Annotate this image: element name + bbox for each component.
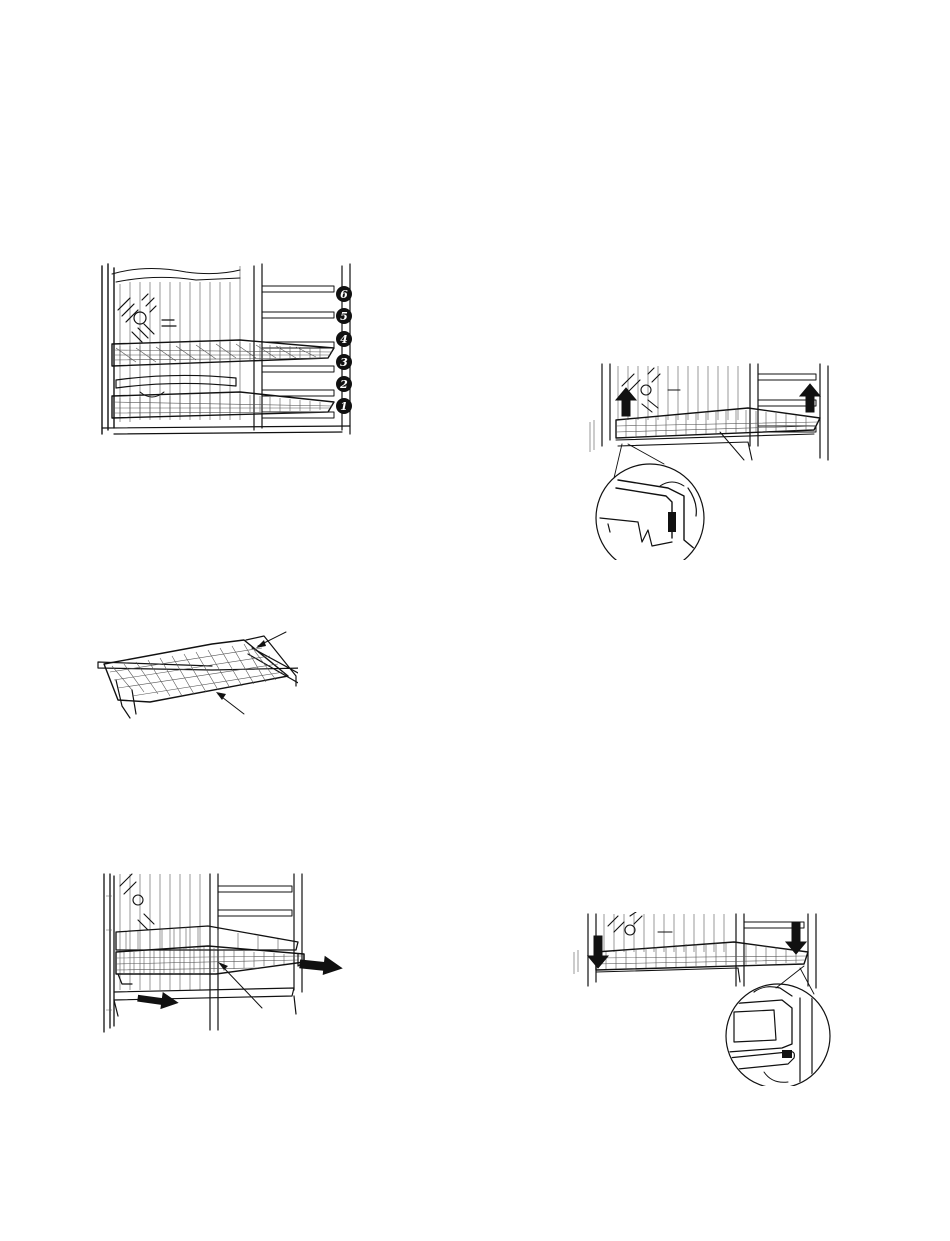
rack-position-badge-4: 4	[336, 331, 352, 347]
rack-position-badge-5: 5	[336, 308, 352, 324]
rack-position-label-5: 5	[340, 310, 348, 323]
extension-rack-illustration	[92, 628, 298, 724]
extension-rack	[104, 640, 288, 702]
slide-out-rack-figure	[98, 870, 348, 1034]
rack-positions-illustration	[96, 262, 358, 440]
up-arrow-icon	[616, 388, 636, 416]
rack-position-badge-3: 3	[336, 354, 352, 370]
leader-arrow-icon	[216, 692, 244, 714]
install-rack-figure	[568, 912, 836, 1086]
rack-position-label-4: 4	[340, 333, 348, 346]
rack-position-label-2: 2	[339, 378, 348, 391]
rack-position-badge-1: 1	[336, 398, 352, 414]
wire-rack	[596, 942, 808, 982]
fan-cover-icon	[118, 294, 176, 342]
rack-position-label-6: 6	[340, 288, 348, 301]
up-arrow-icon	[800, 384, 820, 412]
remove-rack-figure	[588, 360, 838, 560]
slide-out-rack-illustration	[98, 870, 348, 1034]
pull-arrow-icon	[137, 989, 179, 1010]
rack-detail-inset	[726, 984, 830, 1086]
upper-rack	[112, 340, 334, 366]
rack-position-label-1: 1	[340, 400, 348, 413]
rack-positions-figure: 6 5 4 3 2 1	[96, 262, 358, 440]
install-rack-illustration	[568, 912, 836, 1086]
rack-position-badge-2: 2	[336, 376, 352, 392]
remove-rack-illustration	[588, 360, 838, 560]
rack-position-badges: 6 5 4 3 2 1	[332, 284, 356, 414]
rack-position-badge-6: 6	[336, 286, 352, 302]
pull-arrow-icon	[299, 954, 343, 976]
rack-detail-inset	[596, 464, 704, 560]
extension-rack-figure	[92, 628, 298, 724]
rack-position-label-3: 3	[340, 356, 348, 369]
